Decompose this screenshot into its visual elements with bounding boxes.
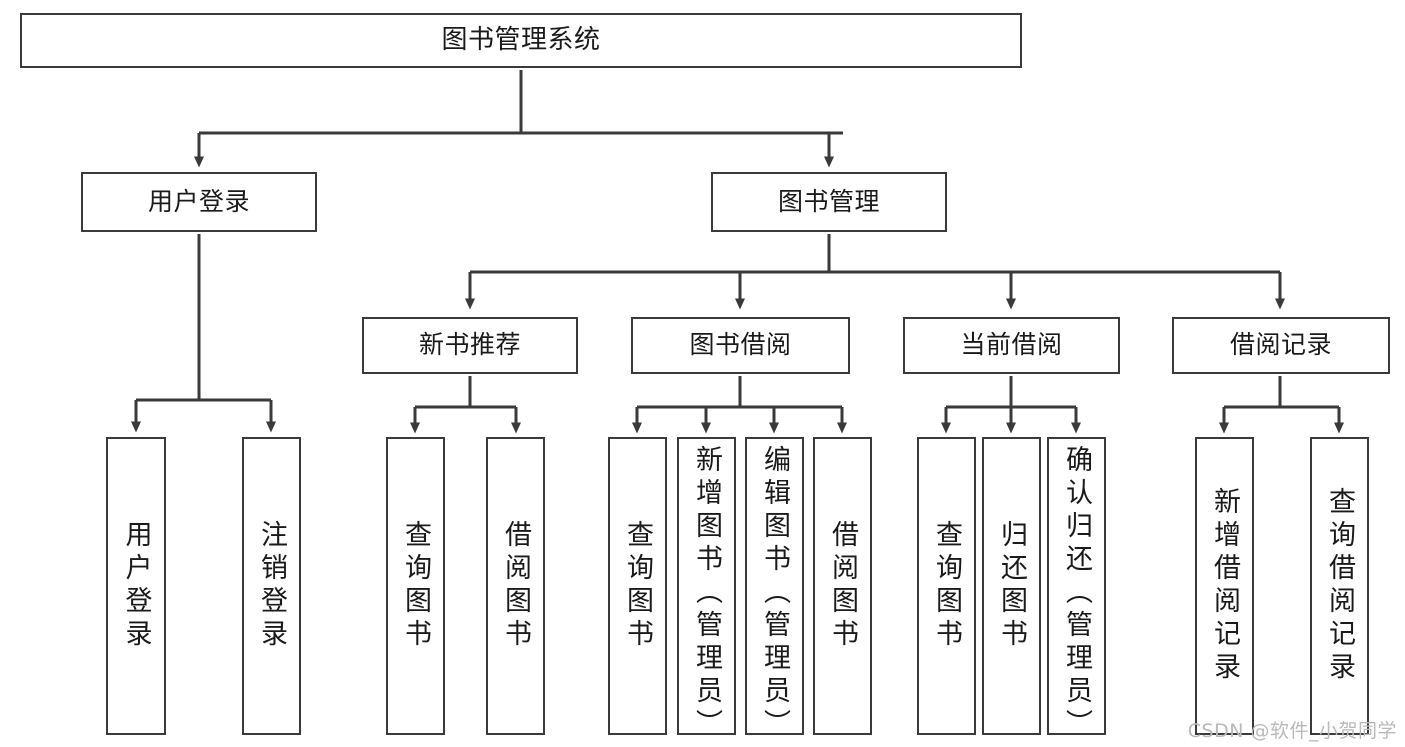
node-label: 图书借阅 — [689, 330, 792, 360]
node-label: 归还图书 — [996, 520, 1027, 652]
leaf-record-query-record[interactable]: 查询借阅记录 — [1310, 437, 1369, 735]
leaf-current-confirm-return-admin[interactable]: 确认归还（管理员） — [1047, 437, 1106, 742]
node-book-management[interactable]: 图书管理 — [711, 172, 947, 232]
leaf-borrow-borrow-book[interactable]: 借阅图书 — [813, 437, 872, 735]
leaf-borrow-add-book-admin[interactable]: 新增图书（管理员） — [677, 437, 736, 742]
node-label: 查询图书 — [400, 520, 431, 652]
node-label: 借阅图书 — [500, 520, 531, 652]
leaf-record-add-record[interactable]: 新增借阅记录 — [1195, 437, 1254, 735]
node-label: 当前借阅 — [960, 330, 1063, 360]
node-current-borrow[interactable]: 当前借阅 — [903, 317, 1120, 374]
node-label: 图书管理 — [777, 186, 880, 216]
leaf-user-login-logout[interactable]: 注销登录 — [242, 437, 301, 735]
node-root-system[interactable]: 图书管理系统 — [20, 13, 1022, 68]
node-label: 新增图书（管理员） — [691, 445, 722, 742]
node-label: 查询图书 — [622, 520, 653, 652]
leaf-current-query-book[interactable]: 查询图书 — [917, 437, 976, 735]
node-label: 用户登录 — [147, 186, 250, 216]
leaf-borrow-query-book[interactable]: 查询图书 — [608, 437, 667, 735]
leaf-borrow-edit-book-admin[interactable]: 编辑图书（管理员） — [745, 437, 804, 742]
node-label: 注销登录 — [256, 520, 287, 652]
node-label: 图书管理系统 — [441, 24, 601, 55]
node-label: 新增借阅记录 — [1209, 487, 1240, 685]
node-book-borrow[interactable]: 图书借阅 — [631, 317, 850, 374]
node-user-login[interactable]: 用户登录 — [81, 172, 317, 232]
node-label: 查询借阅记录 — [1324, 487, 1355, 685]
node-label: 借阅记录 — [1229, 330, 1332, 360]
node-label: 用户登录 — [120, 520, 152, 652]
leaf-user-login-login[interactable]: 用户登录 — [106, 437, 166, 735]
leaf-new-book-query[interactable]: 查询图书 — [386, 437, 445, 735]
leaf-new-book-borrow[interactable]: 借阅图书 — [486, 437, 545, 735]
node-borrow-record[interactable]: 借阅记录 — [1172, 317, 1390, 374]
node-label: 确认归还（管理员） — [1061, 445, 1092, 742]
node-label: 查询图书 — [931, 520, 962, 652]
node-label: 借阅图书 — [827, 520, 858, 652]
leaf-current-return-book[interactable]: 归还图书 — [982, 437, 1041, 735]
node-label: 新书推荐 — [418, 330, 521, 360]
node-label: 编辑图书（管理员） — [759, 445, 790, 742]
node-new-book-recommend[interactable]: 新书推荐 — [362, 317, 578, 374]
